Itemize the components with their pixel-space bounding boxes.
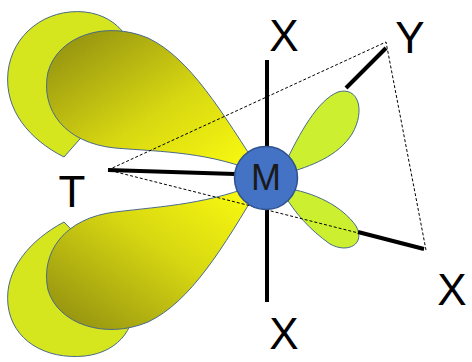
ligand-label: X xyxy=(269,312,298,356)
ligand-label: X xyxy=(437,268,466,312)
small-lobe xyxy=(284,188,359,248)
small-lobe xyxy=(284,91,359,174)
atom-symbol: M xyxy=(251,160,281,196)
atom-circle xyxy=(235,147,298,210)
ligand-label: Y xyxy=(395,16,424,60)
ligand-label: X xyxy=(269,14,298,58)
bond-line xyxy=(358,232,424,249)
bond-line xyxy=(346,48,386,88)
ligand-label: T xyxy=(59,170,86,214)
dashed-plane xyxy=(108,42,426,250)
metal-atom: M xyxy=(233,145,299,211)
bond-line xyxy=(265,208,269,302)
front-lobe xyxy=(47,31,262,174)
bond-line xyxy=(108,170,235,174)
bond-line xyxy=(265,60,269,148)
